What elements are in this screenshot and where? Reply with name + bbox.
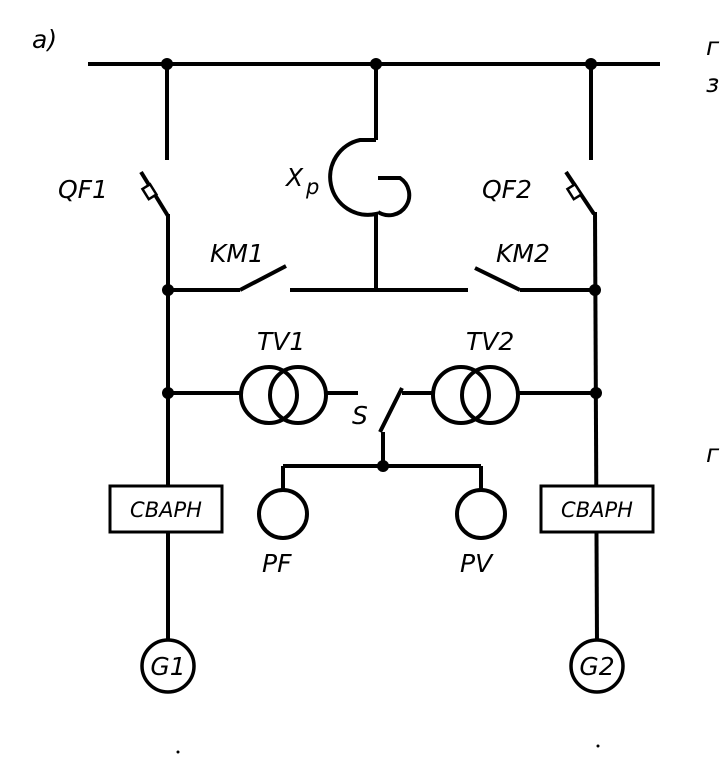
breaker-qf1-latch [140, 182, 159, 201]
label-tv1: TV1 [257, 327, 305, 356]
margin-fragment: г [706, 32, 720, 61]
label-switch-s: S [352, 401, 368, 430]
reactor-xp [328, 64, 412, 288]
scan-speck [176, 750, 180, 754]
switch-s-blade [378, 387, 404, 433]
label-qf2: QF2 [482, 175, 532, 204]
label-km2: KM2 [496, 239, 550, 268]
margin-fragment: г [706, 439, 720, 468]
generator-g2 [569, 638, 625, 694]
contactor-km1 [239, 264, 287, 292]
label-reactor: X [284, 163, 304, 192]
label-tv2: TV2 [466, 327, 514, 356]
margin-fragment: з [706, 69, 719, 98]
left-feeder [139, 64, 174, 644]
label-g1: G1 [150, 652, 185, 681]
scan-speck [596, 744, 600, 748]
label-g2: G2 [579, 652, 614, 681]
panel-label: а) [32, 25, 57, 54]
contactor-km2 [474, 266, 521, 292]
label-pf: PF [262, 549, 292, 578]
label-km1: KM1 [210, 239, 264, 268]
block-right-label: СВАРН [561, 498, 633, 522]
generator-g1 [140, 638, 196, 694]
transformer-tv1 [168, 365, 358, 425]
label-reactor-sub: р [305, 175, 319, 199]
transformer-tv2 [402, 365, 596, 425]
label-pv: PV [460, 549, 494, 578]
meter-pv [455, 488, 507, 540]
block-right [539, 484, 655, 534]
breaker-qf2-latch [565, 182, 584, 201]
meter-pf [257, 488, 309, 540]
right-feeder [564, 64, 602, 645]
block-left-label: СВАРН [130, 498, 202, 522]
label-qf1: QF1 [58, 175, 108, 204]
block-left [108, 484, 224, 534]
